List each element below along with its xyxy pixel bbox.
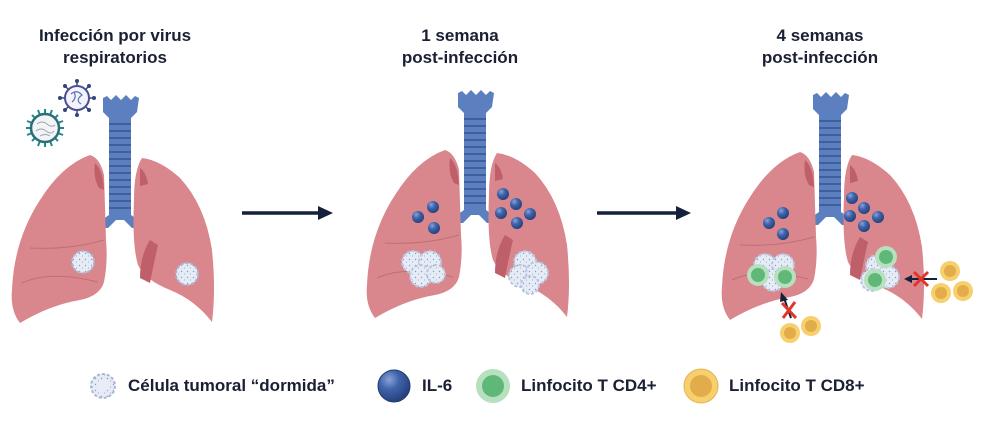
il6-cluster-week4: [763, 192, 884, 240]
legend: Célula tumoral “dormida” IL-6 Linfocito …: [0, 366, 1000, 406]
title-line: 1 semana: [421, 26, 499, 45]
progression-arrow-2: [597, 206, 691, 220]
legend-item-tumor: Célula tumoral “dormida”: [88, 366, 335, 406]
panel-title-week1: 1 semana post-infección: [355, 25, 565, 69]
title-line: Infección por virus: [38, 26, 192, 45]
title-line: post-infección: [761, 48, 879, 67]
legend-item-il6: IL-6: [376, 366, 452, 406]
virus-icon-blue: [58, 79, 96, 117]
cd8-lymphocytes: [780, 261, 973, 343]
progression-arrow-1: [242, 206, 333, 220]
dormant-tumor-cell-icon: [90, 373, 116, 399]
title-line: respiratorios: [63, 48, 167, 67]
blocked-infiltration-arrow-right: [904, 270, 937, 288]
tumor-cluster-week1: [401, 250, 549, 295]
title-line: 4 semanas: [776, 26, 864, 45]
cd8-lymphocyte-icon: [683, 368, 719, 404]
legend-item-cd8: Linfocito T CD8+: [683, 366, 865, 406]
title-line: post-infección: [401, 48, 519, 67]
legend-label: Linfocito T CD8+: [729, 376, 865, 395]
legend-label: Linfocito T CD4+: [521, 376, 657, 395]
legend-label: Célula tumoral “dormida”: [128, 376, 335, 395]
dormant-tumor-cell: [71, 250, 199, 286]
legend-label: IL-6: [422, 376, 453, 395]
block-x-icon: [912, 270, 930, 288]
virus-icon-teal: [26, 109, 64, 147]
legend-item-cd4: Linfocito T CD4+: [475, 366, 657, 406]
block-x-icon: [780, 301, 798, 320]
il6-cluster-week1: [412, 188, 536, 234]
blocked-infiltration-arrow-bottom: [780, 292, 798, 320]
cd4-lymphocyte-icon: [476, 369, 510, 403]
cd4-lymphocytes: [747, 246, 897, 291]
panel-title-week4: 4 semanas post-infección: [715, 25, 925, 69]
il6-icon: [377, 369, 411, 403]
panel-title-infection: Infección por virus respiratorios: [10, 25, 220, 69]
